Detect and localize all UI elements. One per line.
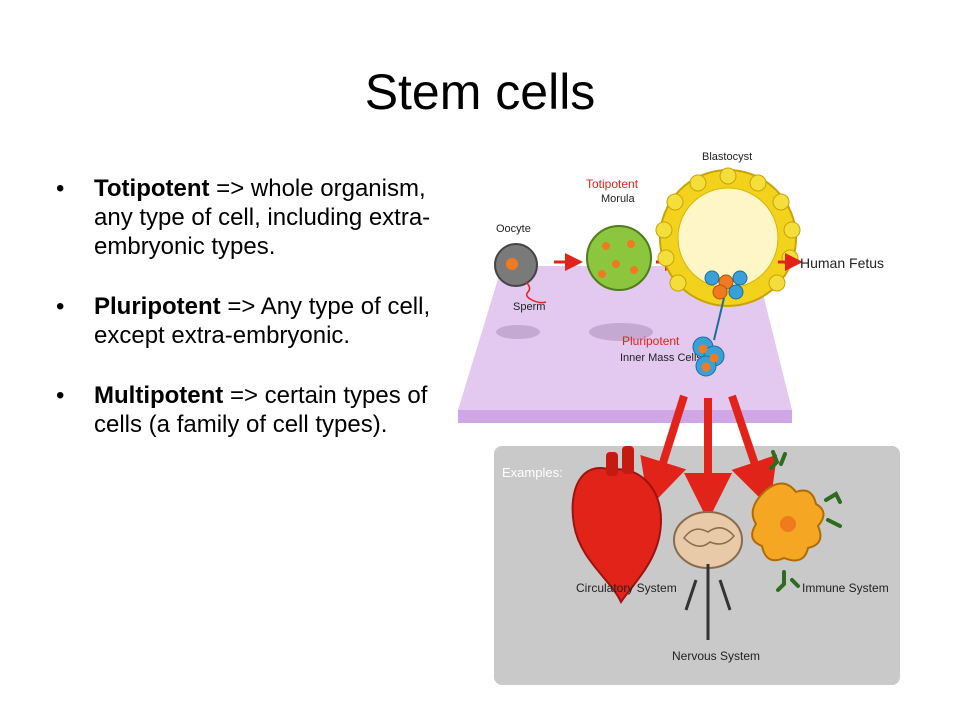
diagram-svg: Examples: Oocyte Sperm Totipotent Morula… — [458, 151, 900, 685]
pluripotent-cells — [692, 336, 725, 377]
bullet-term: Multipotent — [94, 382, 224, 409]
bullet-term: Totipotent — [94, 175, 210, 202]
morula-nucleus — [627, 240, 635, 248]
slide-title: Stem cells — [364, 64, 596, 120]
oocyte-nucleus — [506, 258, 518, 270]
sperm-tail — [525, 281, 547, 304]
bullet-marker: • — [56, 175, 65, 202]
inner-mass-label: Inner Mass Cells — [620, 352, 702, 364]
arrow-to-heart — [640, 394, 688, 508]
bullet-list: • Totipotent => whole organism, any type… — [56, 174, 456, 470]
bullet-text: => whole organism, any type of cell, inc… — [94, 175, 431, 260]
shadow — [496, 325, 540, 339]
stem-cell-diagram: Examples: Oocyte Sperm Totipotent Morula… — [456, 140, 900, 685]
bullet-marker: • — [56, 382, 65, 409]
human-fetus-label: Human Fetus — [800, 255, 884, 271]
examples-label: Examples: — [502, 465, 563, 480]
morula-nucleus — [612, 260, 620, 268]
nervous-label: Nervous System — [672, 649, 760, 663]
bullet-marker: • — [56, 293, 65, 320]
blastocyst-cells — [655, 167, 801, 292]
pluripotent-link — [713, 297, 725, 341]
bullet-totipotent: • Totipotent => whole organism, any type… — [56, 174, 456, 261]
arrow-to-immune — [728, 394, 778, 508]
circulatory-label: Circulatory System — [576, 581, 677, 595]
bullet-text: => Any type of cell, except extra-embryo… — [94, 293, 431, 349]
morula-nucleus — [630, 266, 638, 274]
blastocyst-inner — [677, 187, 779, 289]
immune-cell-icon — [751, 450, 842, 592]
pluripotent-label: Pluripotent — [622, 334, 680, 348]
morula-nucleus — [602, 242, 610, 250]
oocyte-label: Oocyte — [496, 223, 531, 235]
immune-label: Immune System — [802, 581, 889, 595]
bullet-text: => certain types of cells (a family of c… — [94, 382, 428, 438]
morula-nucleus — [598, 270, 606, 278]
shadow — [589, 323, 653, 341]
totipotent-label: Totipotent — [586, 177, 639, 191]
bullet-multipotent: • Multipotent => certain types of cells … — [56, 381, 456, 439]
bullet-term: Pluripotent — [94, 293, 221, 320]
brain-icon — [673, 511, 743, 640]
morula-label: Morula — [601, 193, 636, 205]
morula-cell — [586, 225, 652, 291]
blastocyst-label: Blastocyst — [702, 151, 752, 163]
heart-icon — [571, 446, 663, 605]
bullet-pluripotent: • Pluripotent => Any type of cell, excep… — [56, 292, 456, 350]
sperm-label: Sperm — [513, 301, 545, 313]
inner-mass-cluster — [704, 270, 748, 300]
